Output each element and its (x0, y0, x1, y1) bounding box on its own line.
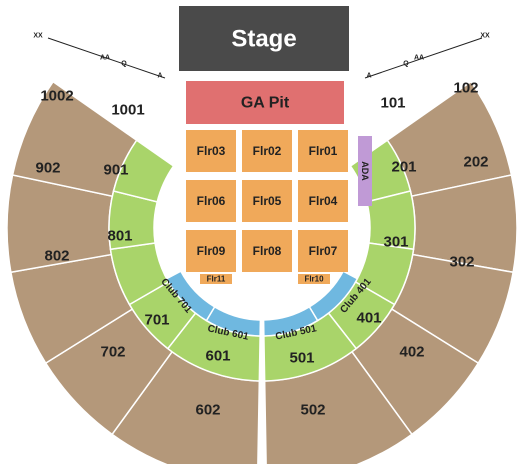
section-101-label: 101 (380, 95, 405, 112)
section-flr06-label: Flr06 (197, 194, 226, 208)
row-label-left-q: Q (121, 61, 127, 68)
section-flr04[interactable] (298, 180, 348, 222)
section-802-label: 802 (44, 248, 69, 265)
lower-tier-ring (108, 139, 416, 382)
section-flr08[interactable] (242, 230, 292, 272)
section-flr08-label: Flr08 (253, 244, 282, 258)
section-flr10-label: Flr10 (304, 275, 324, 284)
ga-pit-label: GA Pit (241, 95, 290, 112)
row-label-right-q: Q (403, 61, 409, 68)
section-502-label: 502 (300, 402, 325, 419)
section-flr05[interactable] (242, 180, 292, 222)
section-101[interactable] (112, 139, 175, 203)
section-flr01-label: Flr01 (309, 144, 338, 158)
row-guide-right (364, 37, 483, 79)
section-602-label: 602 (195, 402, 220, 419)
row-guide-left (47, 37, 166, 79)
ada-section[interactable] (358, 136, 372, 206)
section-102-label: 102 (453, 80, 478, 97)
section-501-label: 501 (289, 350, 314, 367)
section-402-label: 402 (399, 344, 424, 361)
section-1001-label: 1001 (111, 102, 144, 119)
section-flr07[interactable] (298, 230, 348, 272)
section-401-label: 401 (356, 310, 381, 327)
section-301-label: 301 (383, 234, 408, 251)
section-flr06[interactable] (186, 180, 236, 222)
section-202-label: 202 (463, 154, 488, 171)
section-901-label: 901 (103, 162, 128, 179)
row-label-left-a: A (157, 73, 162, 80)
section-601-label: 601 (205, 348, 230, 365)
section-flr03-label: Flr03 (197, 144, 226, 158)
section-club-401[interactable] (165, 270, 216, 322)
section-flr02[interactable] (242, 130, 292, 172)
stage-label: Stage (231, 26, 296, 53)
section-902-label: 902 (35, 160, 60, 177)
section-flr07-label: Flr07 (309, 244, 338, 258)
stage (179, 6, 349, 71)
section-flr09[interactable] (186, 230, 236, 272)
row-label-right-aa: AA (414, 55, 424, 62)
section-club-601[interactable] (262, 305, 319, 337)
section-201-label: 201 (391, 159, 416, 176)
section-flr01[interactable] (298, 130, 348, 172)
row-label-right-xx: XX (480, 33, 490, 40)
section-702-label: 702 (100, 344, 125, 361)
section-flr03[interactable] (186, 130, 236, 172)
section-flr05-label: Flr05 (253, 194, 282, 208)
section-302-label: 302 (449, 254, 474, 271)
section-flr04-label: Flr04 (309, 194, 338, 208)
section-flr11-label: Flr11 (207, 275, 226, 284)
ada-label: ADA (360, 161, 370, 181)
section-flr11[interactable] (200, 274, 232, 284)
row-label-right-a: A (366, 73, 371, 80)
section-1002-label: 1002 (40, 88, 73, 105)
section-701-label: 701 (144, 312, 169, 329)
section-flr09-label: Flr09 (197, 244, 226, 258)
club-tier-ring (165, 270, 359, 337)
section-flr10[interactable] (298, 274, 330, 284)
section-flr02-label: Flr02 (253, 144, 282, 158)
row-label-left-xx: XX (33, 33, 43, 40)
ga-pit-section[interactable] (186, 81, 344, 124)
row-label-left-aa: AA (100, 55, 110, 62)
section-801-label: 801 (107, 228, 132, 245)
